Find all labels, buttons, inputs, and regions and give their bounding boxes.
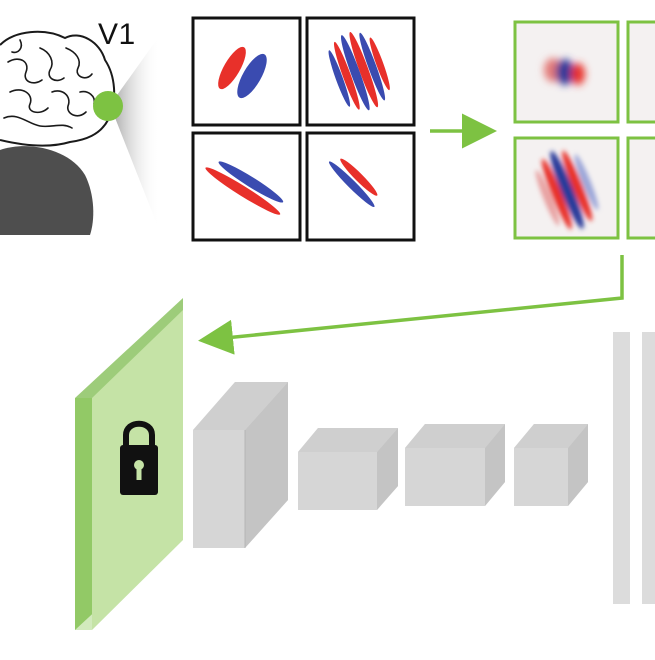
- gabor-filter-tile-1: [191, 16, 302, 127]
- arrow-to-front-layer: [198, 255, 624, 355]
- fixed-filter-tile-1: [513, 20, 620, 124]
- dense-layer-bar-1: [613, 332, 630, 604]
- front-frozen-layer: [75, 298, 183, 630]
- fixed-filter-tile-4: [626, 136, 655, 240]
- v1-projection-cone: [110, 35, 160, 232]
- brain-lower-region: [0, 146, 94, 235]
- v1-area-dot: [93, 91, 123, 121]
- brain-outline: [0, 30, 116, 147]
- conv-block-1: [193, 382, 288, 548]
- fixed-filter-tile-2: [513, 136, 620, 240]
- gabor-filter-tile-4: [305, 131, 416, 242]
- v1-label: V1: [98, 18, 136, 51]
- gabor-filter-grid: [191, 16, 416, 242]
- fixed-filter-tile-3: [626, 20, 655, 124]
- gabor-filter-tile-3: [191, 131, 302, 242]
- conv-block-3: [405, 424, 505, 506]
- conv-block-4: [514, 424, 588, 506]
- brain-illustration: [0, 30, 160, 235]
- lock-icon: [120, 420, 158, 495]
- conv-block-2: [298, 428, 398, 510]
- dense-layer-bar-2: [642, 332, 655, 604]
- brain-gyri: [3, 39, 96, 129]
- fixed-filter-grid: [513, 20, 655, 240]
- gabor-filter-tile-2: [305, 16, 416, 127]
